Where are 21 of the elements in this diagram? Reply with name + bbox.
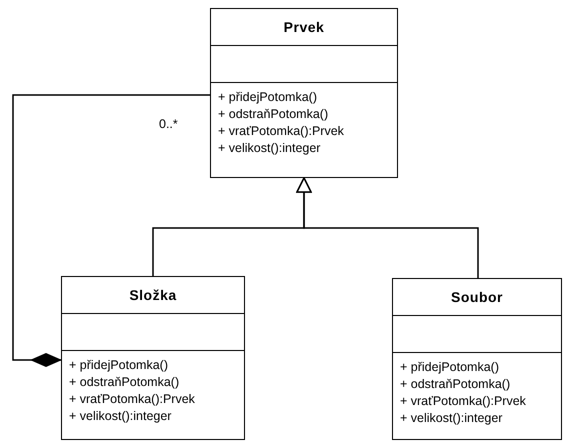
method-text: + odstraňPotomka() [218, 106, 330, 123]
class-box [392, 278, 562, 440]
class-box [61, 276, 245, 440]
class-name: Soubor [451, 289, 503, 305]
class-name: Prvek [284, 19, 324, 35]
method-text: + velikost():integer [400, 410, 504, 427]
method-text: + vraťPotomka():Prvek [69, 391, 196, 408]
method-text: + odstraňPotomka() [400, 376, 512, 393]
inheritance-arrow [296, 177, 479, 278]
method-text: + velikost():integer [69, 408, 172, 425]
class-box [210, 8, 398, 178]
method-text: + vraťPotomka():Prvek [400, 393, 527, 410]
method-text: + přidejPotomka() [400, 359, 500, 376]
method-text: + vraťPotomka():Prvek [218, 123, 345, 140]
method-text: + odstraňPotomka() [69, 374, 180, 391]
method-text: + velikost():integer [218, 140, 322, 157]
composition-line [12, 94, 210, 367]
class-name: Složka [129, 287, 177, 303]
multiplicity-label: 0..* [158, 117, 179, 131]
method-text: + přidejPotomka() [218, 89, 318, 106]
method-text: + přidejPotomka() [69, 357, 169, 374]
